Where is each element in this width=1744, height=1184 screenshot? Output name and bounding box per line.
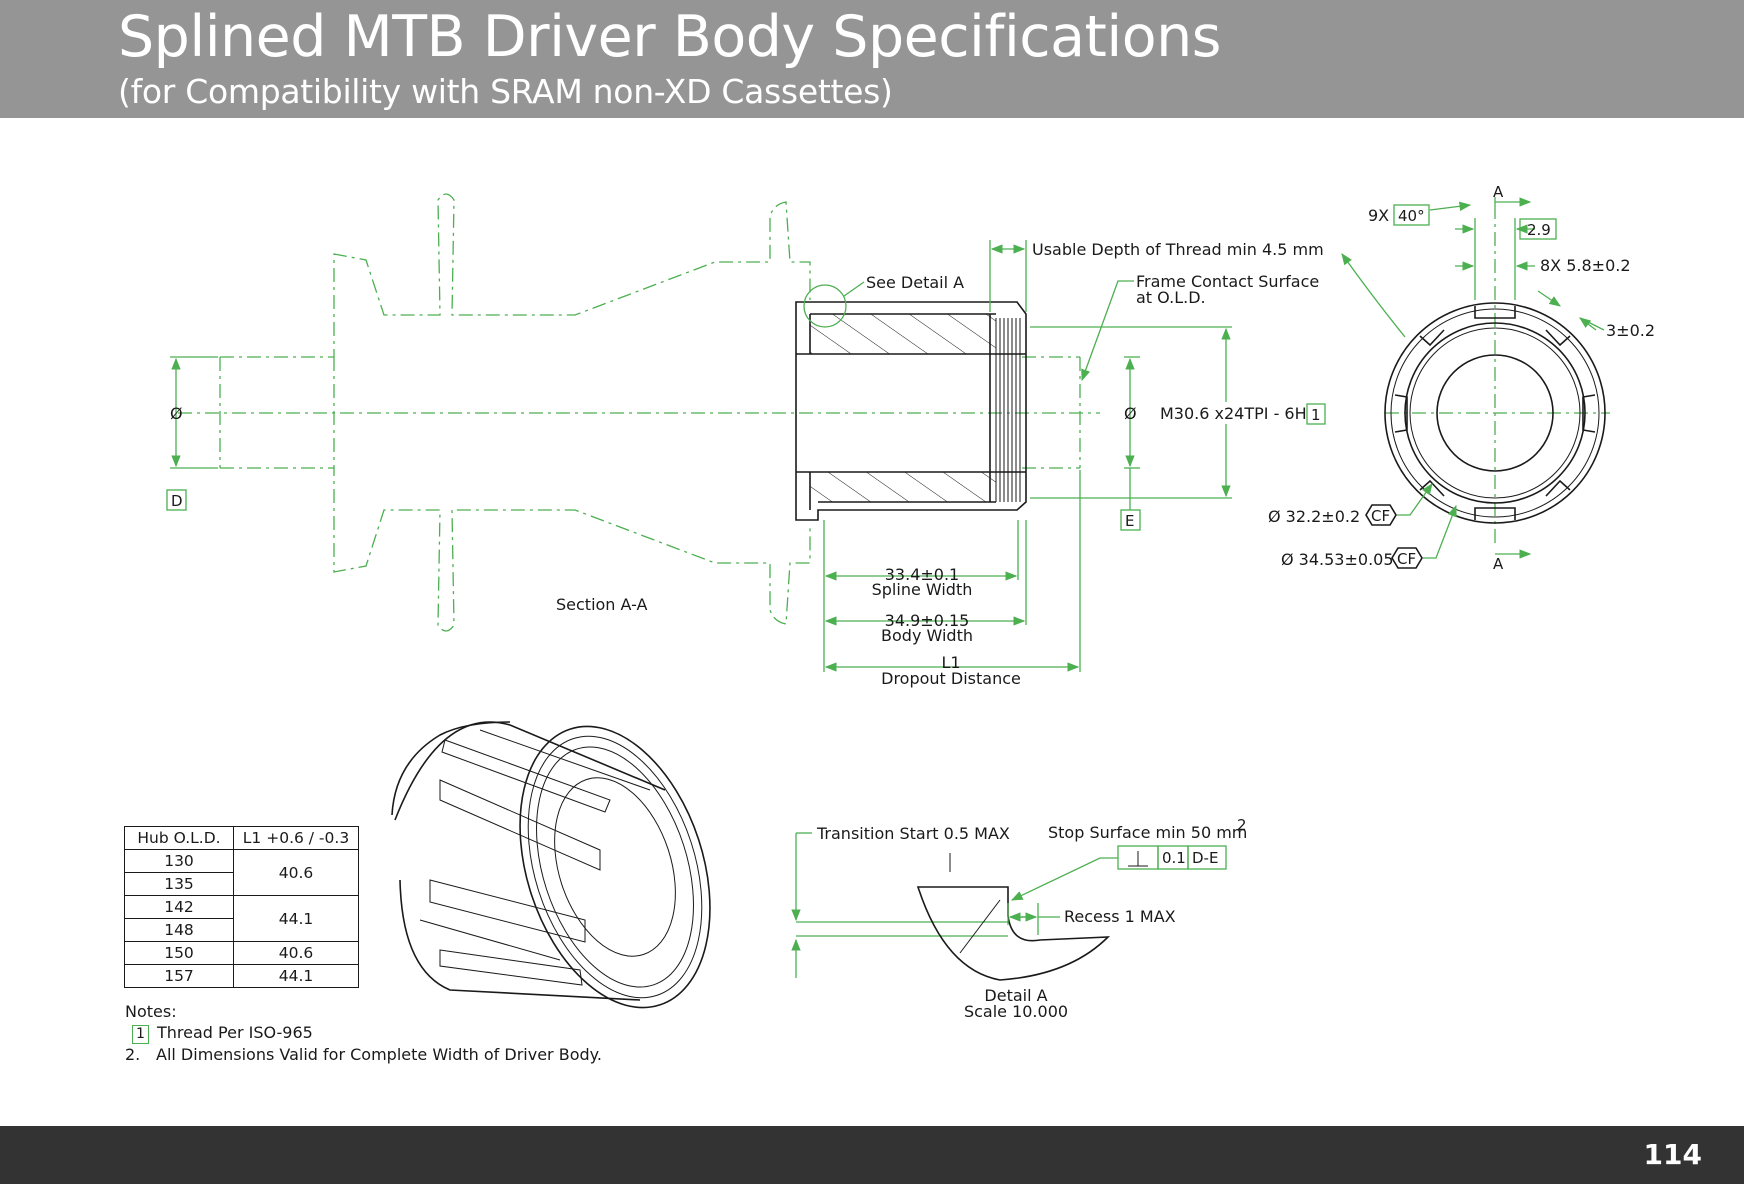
thread-spec-label: M30.6 x24TPI - 6H (1160, 404, 1307, 423)
driver-body-section (795, 284, 1027, 521)
page-footer: 114 (0, 1126, 1744, 1184)
table-row: 150 40.6 (124, 941, 359, 965)
see-detail-label: See Detail A (866, 273, 964, 292)
notes-section: Notes: 1 Thread Per ISO-965 2. All Dimensi… (125, 1001, 602, 1065)
tolerance-symbol-1: CF (1371, 507, 1390, 525)
table-cell-l1: 40.6 (233, 941, 359, 965)
body-width-label: Body Width (881, 626, 973, 645)
page-title: Splined MTB Driver Body Specifications (118, 4, 1221, 70)
dropout-value: L1 (941, 653, 960, 672)
table-cell-old: 130 (124, 849, 234, 873)
page-header: Splined MTB Driver Body Specifications (… (0, 0, 1744, 118)
usable-depth-label: Usable Depth of Thread min 4.5 mm (1032, 240, 1324, 259)
page-subtitle: (for Compatibility with SRAM non-XD Cass… (118, 72, 893, 111)
isometric-driver-body (391, 721, 711, 1009)
inner-diameter-dimension: Ø E (1120, 356, 1141, 531)
table-row: 157 44.1 (124, 964, 359, 988)
table-header-row: Hub O.L.D. L1 +0.6 / -0.3 (124, 826, 359, 850)
frame-contact-label-1: Frame Contact Surface (1136, 272, 1319, 291)
datum-ref: D-E (1192, 849, 1218, 867)
note-item: 2. All Dimensions Valid for Complete Widt… (125, 1044, 602, 1065)
note-text: All Dimensions Valid for Complete Width … (156, 1045, 602, 1064)
diameter-symbol-left: Ø (170, 404, 183, 423)
note-marker: 1 (132, 1025, 149, 1044)
detail-caption-1: Detail A (984, 986, 1047, 1005)
width-dimensions: 33.4±0.1 Spline Width 34.9±0.15 Body Wid… (823, 470, 1081, 688)
offset-value: 3±0.2 (1606, 321, 1655, 340)
spline-width-value: 33.4±0.1 (885, 565, 959, 584)
hub-spec-table: Hub O.L.D. L1 +0.6 / -0.3 130 40.6 135 1… (124, 826, 359, 988)
thread-dimension: M30.6 x24TPI - 6H 1 (1030, 326, 1326, 499)
stop-surface-label: Stop Surface min 50 mm (1048, 823, 1247, 842)
datum-d: D (171, 492, 183, 510)
tolerance-symbol-2: CF (1397, 550, 1416, 568)
angle-value: 40° (1398, 207, 1425, 225)
table-cell-old: 157 (124, 964, 234, 988)
hub-diameter-dimension: Ø D (166, 356, 218, 511)
hub-phantom-outline (178, 193, 1100, 632)
table-header-l1: L1 +0.6 / -0.3 (233, 826, 359, 850)
dropout-label: Dropout Distance (881, 669, 1021, 688)
diameter-symbol-right: Ø (1124, 404, 1137, 423)
frame-contact-label-2: at O.L.D. (1136, 288, 1206, 307)
page-number: 114 (1643, 1138, 1702, 1171)
outer-diameter-label: Ø 34.53±0.05 (1281, 550, 1394, 569)
usable-depth-dimension: Usable Depth of Thread min 4.5 mm (989, 240, 1324, 312)
section-caption: Section A-A (556, 595, 648, 614)
table-cell-old: 150 (124, 941, 234, 965)
spline-spec: 8X 5.8±0.2 (1540, 256, 1631, 275)
table-cell-old: 142 (124, 895, 234, 919)
thread-note-ref: 1 (1311, 406, 1321, 424)
detail-a: Transition Start 0.5 MAX Stop Surface mi… (791, 816, 1247, 1021)
transition-label: Transition Start 0.5 MAX (816, 824, 1010, 843)
inner-diameter-label: Ø 32.2±0.2 (1268, 507, 1360, 526)
angle-count: 9X (1368, 206, 1389, 225)
table-cell-l1: 44.1 (233, 895, 359, 942)
width-value: 2.9 (1527, 221, 1551, 239)
section-marker-bottom: A (1493, 555, 1504, 573)
note-text: Thread Per ISO-965 (157, 1023, 313, 1042)
datum-e: E (1125, 512, 1134, 530)
section-marker-top: A (1493, 183, 1504, 201)
stop-surface-superscript: 2 (1237, 816, 1247, 834)
detail-caption-2: Scale 10.000 (964, 1002, 1068, 1021)
table-cell-old: 148 (124, 918, 234, 942)
note-item: 1 Thread Per ISO-965 (125, 1022, 602, 1044)
table-cell-l1: 44.1 (233, 964, 359, 988)
tolerance-value: 0.1 (1162, 849, 1186, 867)
end-view: A A 9X 40° 2.9 8X 5.8±0.2 3±0.2 Ø 32.2±0… (1268, 183, 1655, 573)
body-width-value: 34.9±0.15 (885, 611, 970, 630)
note-marker: 2. (125, 1045, 141, 1064)
table-header-old: Hub O.L.D. (124, 826, 234, 850)
recess-label: Recess 1 MAX (1064, 907, 1176, 926)
table-row: 130 40.6 (124, 849, 359, 896)
table-cell-old: 135 (124, 872, 234, 896)
spline-width-label: Spline Width (872, 580, 973, 599)
notes-heading: Notes: (125, 1002, 177, 1021)
table-row: 142 44.1 (124, 895, 359, 942)
table-cell-l1: 40.6 (233, 849, 359, 896)
